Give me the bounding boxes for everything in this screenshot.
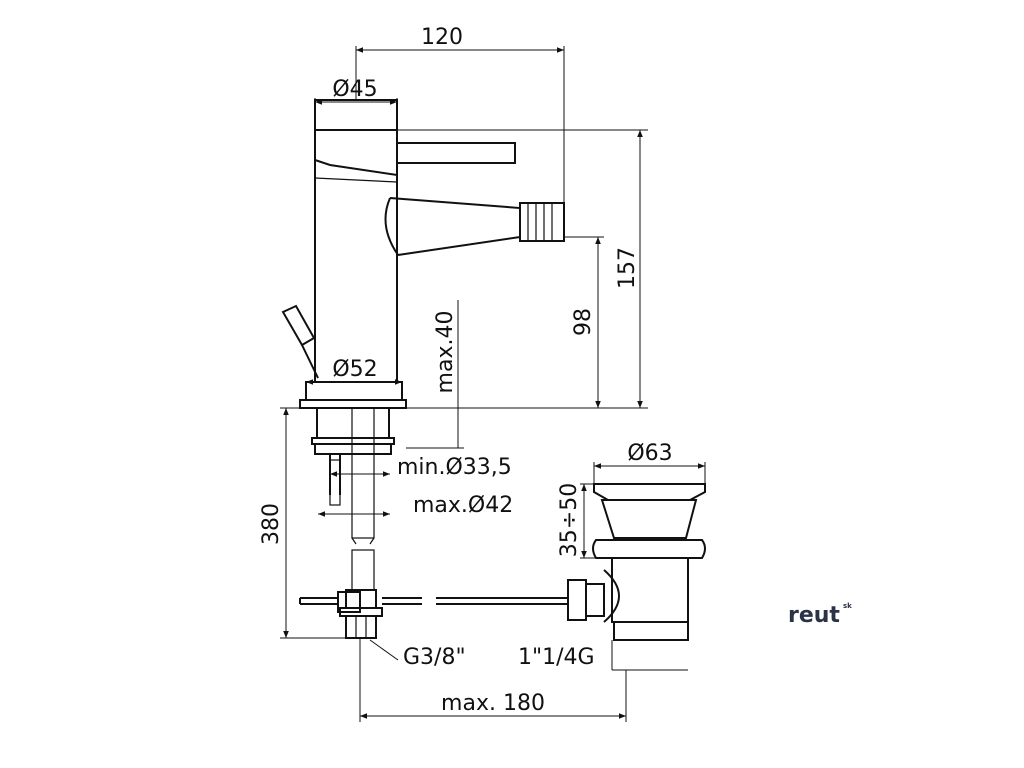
brand-logo: reut sk <box>788 602 852 628</box>
pop-up-rod <box>299 597 568 605</box>
brand-superscript: sk <box>843 602 852 610</box>
deck-thickness-label: max.40 <box>433 311 458 394</box>
body-diameter-label: Ø45 <box>332 77 377 102</box>
waste-diameter-label: Ø63 <box>627 441 672 466</box>
under-deck-fixing <box>311 407 395 639</box>
mixer-body <box>281 99 565 409</box>
hole-max-label: max.Ø42 <box>413 493 513 518</box>
waste-thread-label: 1"1/4G <box>518 645 595 670</box>
hose-length-label: 380 <box>259 503 284 545</box>
dimension-lines <box>280 46 706 722</box>
total-height-label: 157 <box>615 247 640 289</box>
spout-height-label: 98 <box>571 308 596 336</box>
waste-assembly <box>567 483 706 641</box>
waste-height-label: 35÷50 <box>557 483 582 557</box>
spout-reach-label: 120 <box>421 25 463 50</box>
inlet-thread-label: G3/8" <box>403 645 466 670</box>
hole-min-label: min.Ø33,5 <box>397 455 512 480</box>
brand-name: reut <box>788 603 840 628</box>
rod-length-label: max. 180 <box>441 691 545 716</box>
base-diameter-label: Ø52 <box>332 357 377 382</box>
